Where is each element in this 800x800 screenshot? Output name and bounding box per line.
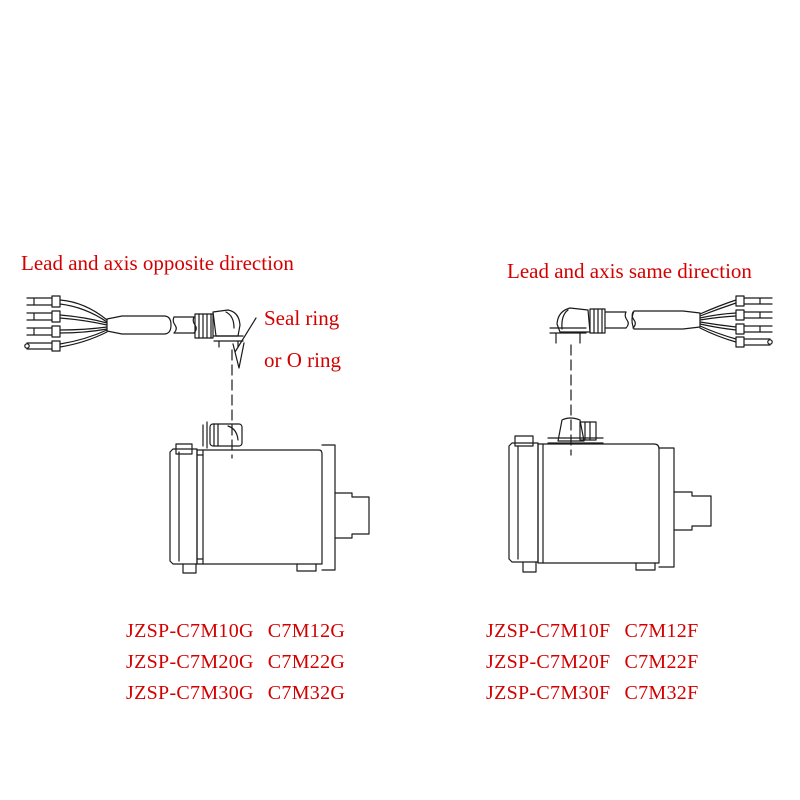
o-ring-label: or O ring — [264, 348, 341, 372]
model-number: JZSP-C7M10G — [126, 620, 254, 642]
right-motor-body — [537, 443, 660, 564]
right-model-row: JZSP-C7M30F C7M32F — [486, 683, 699, 703]
left-cable-assembly — [24, 295, 257, 459]
right-motor-shaft — [673, 491, 712, 531]
right-cable-leads — [699, 299, 737, 343]
model-number: C7M12G — [267, 620, 346, 642]
left-cable-sheath — [106, 315, 172, 335]
right-motor-rear-cap — [508, 442, 539, 563]
model-number: JZSP-C7M10F — [486, 620, 611, 642]
right-cable-assembly — [549, 295, 773, 456]
left-motor-rear-cap — [169, 448, 198, 565]
right-direction-label: Lead and axis same direction — [507, 259, 752, 283]
left-motor-shaft — [334, 492, 370, 539]
seal-ring-leader — [232, 317, 257, 369]
left-cable-terminals — [24, 295, 61, 352]
left-model-row: JZSP-C7M10G C7M12G — [126, 621, 345, 641]
model-number: C7M12F — [624, 620, 699, 642]
model-number: C7M22G — [267, 651, 346, 673]
model-number: C7M32F — [624, 682, 699, 704]
left-motor — [169, 421, 370, 574]
left-motor-body — [196, 449, 323, 565]
right-elbow-connector — [556, 307, 591, 333]
right-model-row: JZSP-C7M20F C7M22F — [486, 652, 699, 672]
left-elbow-connector — [212, 309, 241, 337]
model-number: C7M32G — [267, 682, 346, 704]
model-number: C7M22F — [624, 651, 699, 673]
right-motor — [508, 417, 712, 573]
seal-ring-label: Seal ring — [264, 306, 340, 330]
right-motor-receptacle — [547, 417, 604, 444]
model-number: JZSP-C7M20G — [126, 651, 254, 673]
right-cable-terminals — [735, 295, 773, 348]
model-number: JZSP-C7M20F — [486, 651, 611, 673]
left-direction-label: Lead and axis opposite direction — [21, 251, 294, 275]
left-model-row: JZSP-C7M20G C7M22G — [126, 652, 345, 672]
model-number: JZSP-C7M30G — [126, 682, 254, 704]
left-cable-leads — [59, 299, 108, 348]
left-model-row: JZSP-C7M30G C7M32G — [126, 683, 345, 703]
left-motor-flange — [321, 444, 336, 571]
right-model-row: JZSP-C7M10F C7M12F — [486, 621, 699, 641]
model-number: JZSP-C7M30F — [486, 682, 611, 704]
left-connector-nut — [194, 313, 214, 339]
right-connector-nut — [589, 308, 606, 334]
right-cable-sheath — [631, 310, 701, 330]
left-motor-receptacle — [202, 421, 243, 449]
right-motor-flange — [658, 447, 675, 568]
